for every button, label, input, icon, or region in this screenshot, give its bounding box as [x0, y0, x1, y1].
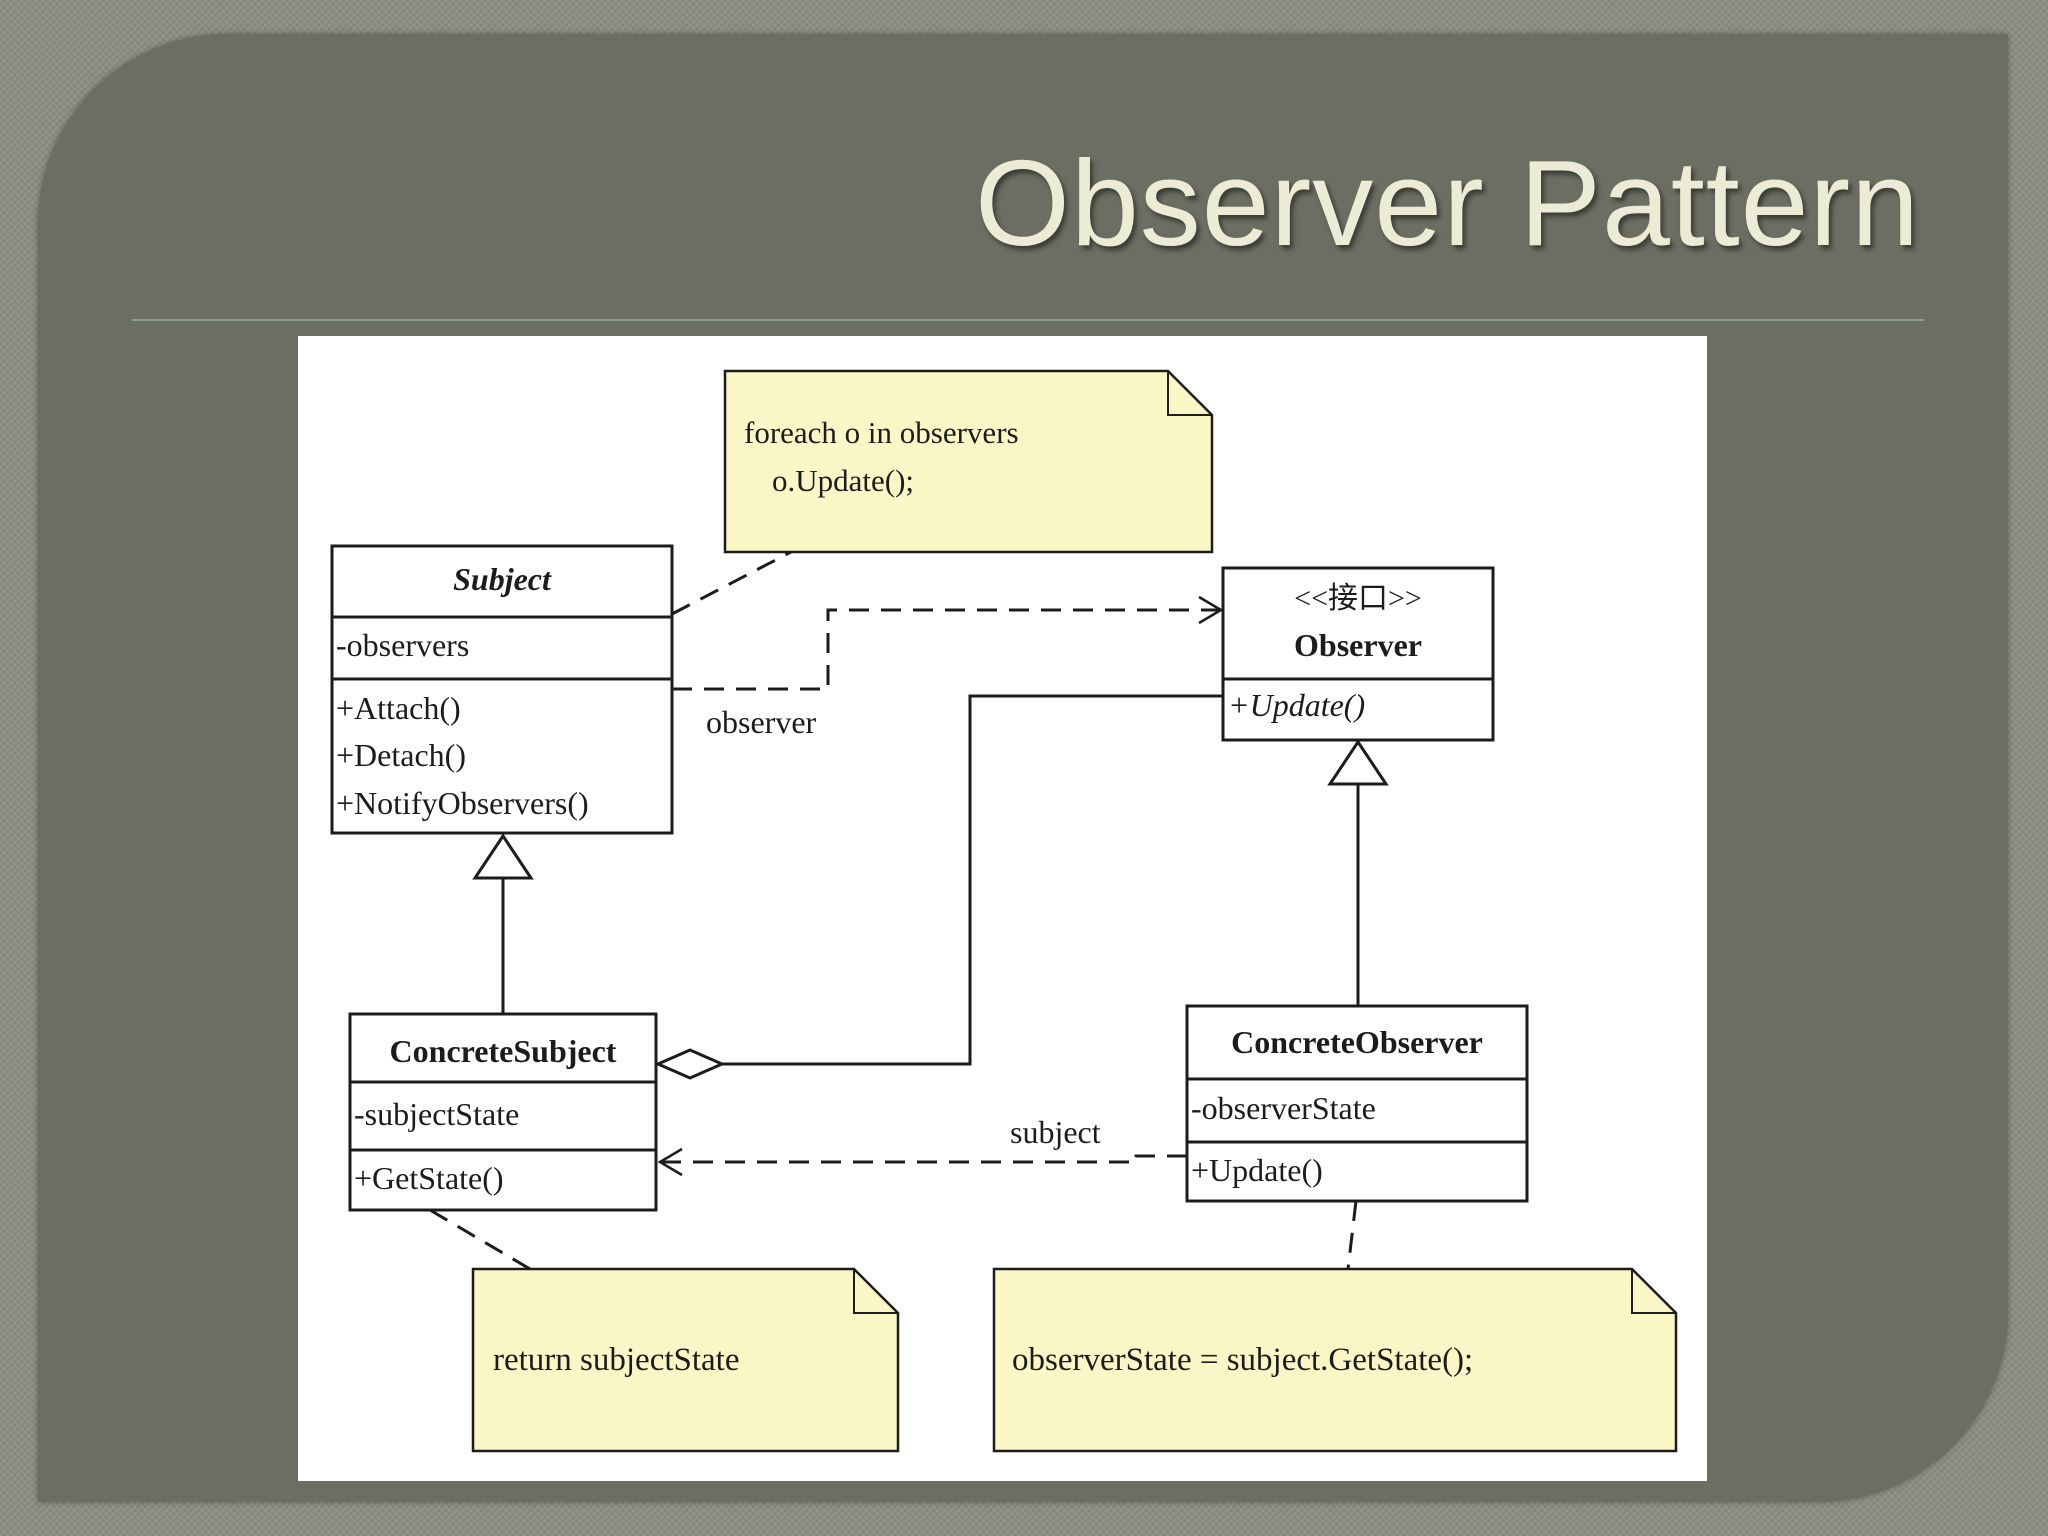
class-box [330, 544, 674, 835]
title-divider [132, 319, 1924, 321]
class-name: Observer [1294, 627, 1422, 663]
class-attribute: -subjectState [354, 1096, 519, 1132]
note-shape [723, 369, 1214, 554]
dependency-subject-to-observer [672, 595, 1224, 691]
class-stereotype: <<接口>> [1294, 582, 1422, 615]
note-get-state: return subjectState [471, 1267, 900, 1453]
relation-label-subject: subject [1010, 1114, 1101, 1150]
class-attribute: -observers [336, 627, 469, 663]
class-method: +GetState() [354, 1160, 504, 1196]
class-name: ConcreteSubject [390, 1033, 617, 1069]
slide-title: Observer Pattern [975, 135, 1920, 271]
class-box [1185, 1004, 1529, 1203]
note-fold [1631, 1269, 1676, 1314]
class-observer: <<接口>> Observer +Update() [1221, 566, 1495, 742]
class-box [348, 1012, 658, 1212]
note-fold [853, 1269, 898, 1314]
note-observer-update: observerState = subject.GetState(); [992, 1267, 1678, 1453]
class-method: +Attach() [336, 690, 461, 726]
uml-diagram-canvas: foreach o in observers o.Update(); Subje… [330, 369, 1678, 1453]
class-subject: Subject -observers +Attach() +Detach() +… [330, 544, 674, 835]
note-observer-update-text: observerState = subject.GetState(); [1012, 1342, 1473, 1378]
note-get-state-text: return subjectState [493, 1342, 740, 1378]
aggregation-subject-observers [723, 694, 1223, 1066]
class-method: +Update() [1228, 687, 1365, 723]
class-method: +Detach() [336, 737, 466, 773]
note-notify-line2: o.Update(); [772, 463, 914, 498]
class-name: ConcreteObserver [1231, 1024, 1483, 1060]
uml-diagram: foreach o in observers o.Update(); Subje… [298, 336, 1707, 1481]
relation-label-observer: observer [706, 704, 817, 740]
note-anchor-get-state [429, 1208, 531, 1271]
class-method: +Update() [1191, 1152, 1323, 1188]
class-box [1221, 566, 1495, 742]
class-concrete-subject: ConcreteSubject -subjectState +GetState(… [348, 1012, 658, 1212]
aggregation-diamond [654, 1048, 726, 1080]
note-shape [992, 1267, 1678, 1453]
note-notify-observers: foreach o in observers o.Update(); [723, 369, 1214, 554]
class-concrete-observer: ConcreteObserver -observerState +Update(… [1185, 1004, 1529, 1203]
note-anchor-observer-update [1346, 1200, 1358, 1270]
note-anchor-notify [671, 550, 792, 616]
note-fold [1167, 371, 1212, 416]
note-notify-line1: foreach o in observers [744, 415, 1019, 450]
dependency-observer-to-subject [657, 1147, 1187, 1177]
class-name: Subject [453, 561, 552, 597]
note-shape [471, 1267, 900, 1453]
class-attribute: -observerState [1191, 1090, 1376, 1126]
generalization-triangle [472, 833, 534, 880]
class-method: +NotifyObservers() [336, 785, 589, 821]
realization-triangle [1327, 739, 1389, 786]
